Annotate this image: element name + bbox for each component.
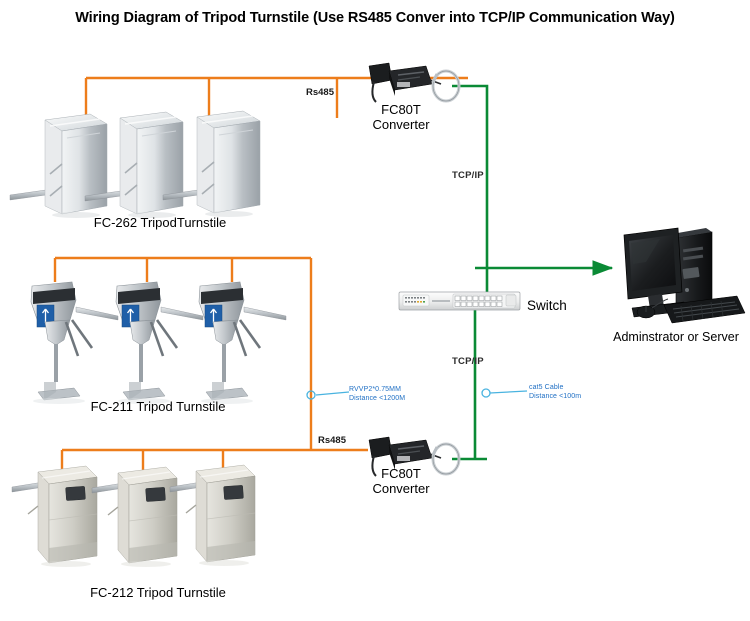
cable-note-rs485: RVVP2*0.75MM Distance <1200M: [349, 385, 405, 404]
cable-note-rs485-spec: RVVP2*0.75MM: [349, 386, 402, 393]
cable-note-rs485-distance: Distance <1200M: [349, 395, 406, 403]
label-rs485-bottom: Rs485: [318, 435, 346, 446]
label-rs485-top: Rs485: [306, 87, 334, 98]
turnstile-unit: [84, 111, 184, 218]
turnstile-unit: [115, 281, 204, 404]
rs485-bus-bottom: [60, 448, 368, 470]
caption-converter-bottom: FC80T Converter: [356, 466, 446, 497]
label-tcpip-top: TCP/IP: [452, 170, 484, 181]
converter-bottom-type: Converter: [372, 480, 430, 496]
cable-note-leaders: [306, 388, 528, 400]
converter-bottom-model: FC80T: [381, 466, 421, 481]
converter-top-type: Converter: [372, 116, 430, 132]
turnstile-unit: [9, 113, 108, 218]
turnstile-unit: [198, 281, 287, 404]
converter-device-top: [368, 62, 461, 103]
turnstile-group-fc-211: [30, 281, 287, 404]
converter-top-model: FC80T: [381, 102, 421, 117]
rs485-bus-middle: [53, 256, 313, 450]
turnstile-unit: [169, 464, 256, 566]
converter-device-bottom: [368, 436, 461, 477]
server-workstation-device: [623, 227, 746, 324]
cable-note-cat5-distance: Distance <100m: [529, 393, 582, 401]
cable-note-cat5-spec: cat5 Cable: [529, 384, 564, 391]
turnstile-unit: [11, 465, 98, 567]
page-title: Wiring Diagram of Tripod Turnstile (Use …: [75, 10, 675, 26]
network-switch-device: [398, 291, 521, 311]
turnstile-unit: [162, 110, 261, 217]
caption-converter-top: FC80T Converter: [356, 102, 446, 133]
tcpip-links: [452, 84, 614, 461]
caption-fc-262: FC-262 TripodTurnstile: [93, 215, 227, 230]
turnstile-group-fc-212: [11, 464, 256, 567]
turnstile-unit: [30, 281, 119, 404]
caption-fc-212: FC-212 Tripod Turnstile: [90, 585, 226, 600]
cable-note-cat5: cat5 Cable Distance <100m: [529, 383, 581, 402]
label-tcpip-bottom: TCP/IP: [452, 356, 484, 367]
turnstile-unit: [91, 466, 178, 567]
caption-fc-211: FC-211 Tripod Turnstile: [90, 399, 226, 414]
caption-server: Adminstrator or Server: [613, 330, 739, 344]
caption-switch: Switch: [527, 298, 567, 313]
turnstile-group-fc-262: [9, 110, 261, 218]
